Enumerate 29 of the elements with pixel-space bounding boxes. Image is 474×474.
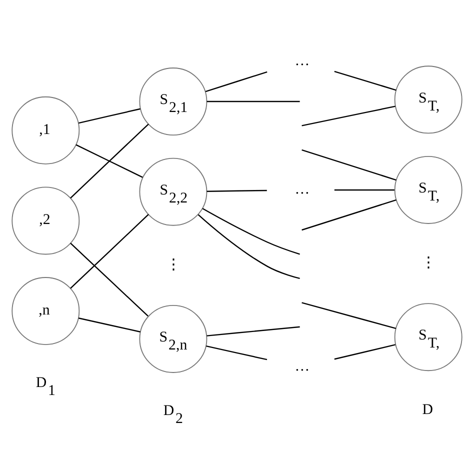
connector — [76, 144, 143, 178]
connector — [206, 326, 300, 336]
connector — [70, 214, 149, 289]
label: ⋮ — [166, 256, 181, 273]
node-text: … — [294, 358, 310, 374]
connector — [334, 70, 396, 91]
connector — [302, 302, 396, 330]
connector — [206, 190, 267, 192]
node-circle: ,n — [12, 277, 80, 345]
node-circle: ,1 — [12, 96, 80, 164]
connector — [70, 124, 149, 198]
connector — [302, 199, 396, 231]
node-circle: ,2 — [12, 186, 80, 255]
connector — [78, 318, 140, 332]
connector — [334, 344, 396, 360]
connector — [302, 106, 396, 126]
connector — [205, 71, 268, 92]
connector — [78, 108, 140, 124]
connector — [334, 189, 394, 191]
node-text: … — [294, 182, 310, 198]
connector — [206, 100, 300, 102]
connector — [202, 208, 300, 255]
label: ⋮ — [420, 255, 436, 272]
node-text: … — [294, 53, 310, 70]
connector — [70, 242, 148, 317]
connector — [302, 149, 396, 181]
connector — [198, 214, 300, 280]
label: D — [422, 402, 434, 418]
connector — [206, 345, 268, 360]
